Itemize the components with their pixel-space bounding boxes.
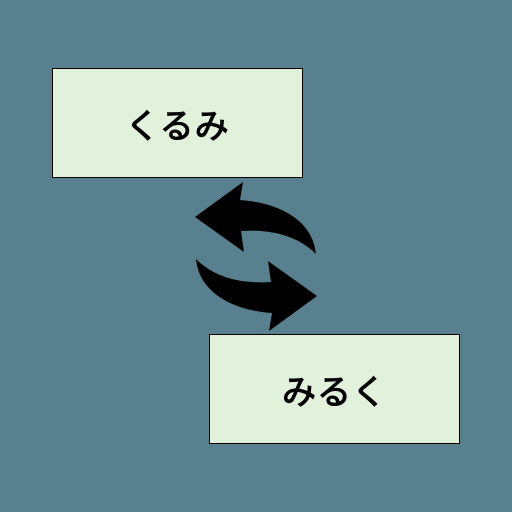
word-bottom: みるく [282, 372, 387, 413]
curved-arrow-right-icon [196, 259, 317, 331]
word-box-top: くるみ [52, 68, 303, 178]
word-top: くるみ [125, 106, 230, 147]
word-box-bottom: みるく [209, 334, 460, 444]
curved-arrow-left-icon [195, 182, 316, 254]
